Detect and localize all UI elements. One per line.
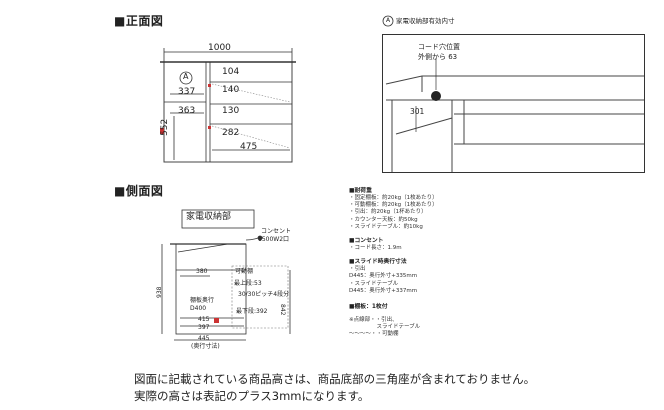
outlet-label-1: コンセント <box>261 228 292 235</box>
side-dim-397: 397 <box>198 324 210 331</box>
side-box-label: 家電収納部 <box>186 212 232 222</box>
front-height-label: 552 <box>160 118 170 136</box>
slide-title: ■スライド時奥行寸法 <box>349 259 407 266</box>
front-shelf-height-2: 140 <box>222 85 240 95</box>
movable-shelf-label: 可動棚 <box>235 268 254 275</box>
notes-panel: ■耐荷重 ・固定棚板：約20kg（1枚あたり） ・可動棚板：約20kg（1枚あた… <box>349 187 499 339</box>
load-item: ・スライドテーブル：約10kg <box>349 223 423 230</box>
load-item: ・固定棚板：約20kg（1枚あたり） <box>349 195 438 201</box>
front-shelf-height-4: 282 <box>222 128 240 138</box>
front-left-dim-1: 337 <box>178 87 196 97</box>
shelf-top-label: 最上段:53 <box>234 280 262 287</box>
slide-item: ・スライドテーブル <box>349 280 399 287</box>
load-item: ・引出：約20kg（1杯あたり） <box>349 209 427 216</box>
front-marker-label: A <box>183 72 189 81</box>
footer-note-line-2: 実際の高さは表記のプラス3mmになります。 <box>134 389 370 403</box>
detail-caption: 家電収納部有効内寸 <box>396 17 455 25</box>
load-item: ・カウンター天板：約50kg <box>349 216 418 223</box>
shelf-count-title: ■棚板：1枚付 <box>349 304 388 311</box>
legend-line: ※点線部・・引出、 <box>349 317 398 324</box>
slide-item: D445：奥行外寸+335mm <box>349 273 418 280</box>
legend-line: スライドテーブル <box>349 324 421 331</box>
side-view-drawing <box>161 209 291 341</box>
shelf-depth-label-2: D400 <box>190 305 207 312</box>
footer-note-line-1: 図面に記載されている商品高さは、商品底部の三角座が含まれておりません。 <box>134 372 536 386</box>
load-title: ■耐荷重 <box>349 188 372 194</box>
side-dim-415: 415 <box>198 316 210 323</box>
outlet-label-2: 1500W2口 <box>258 236 290 243</box>
shelf-pitch-label: 30/30ピッチ4段分 <box>238 291 290 298</box>
detail-dim-301: 301 <box>410 107 425 116</box>
legend-line: 〜〜〜〜・・可動棚 <box>349 331 399 338</box>
outlet-item: ・コード長さ：1.9m <box>349 245 402 252</box>
front-view-heading: ■正面図 <box>114 14 164 28</box>
side-depth-note: (奥行寸法) <box>191 343 220 350</box>
load-item: ・可動棚板：約20kg（1枚あたり） <box>349 202 438 209</box>
slide-item: D445：奥行外寸+337mm <box>349 287 418 294</box>
side-dim-445: 445 <box>198 335 210 342</box>
detail-view-frame <box>382 15 645 173</box>
hole-position-label: コード穴位置 <box>418 43 460 51</box>
side-height-left: 938 <box>156 286 163 298</box>
front-inner-width: 475 <box>240 142 258 152</box>
shelf-depth-label-1: 棚板奥行 <box>190 297 215 304</box>
front-left-dim-2: 363 <box>178 106 196 116</box>
front-shelf-height-1: 104 <box>222 67 240 77</box>
hole-offset-label: 外側から 63 <box>418 53 458 61</box>
front-shelf-height-3: 130 <box>222 106 240 116</box>
slide-item: ・引出 <box>349 266 366 273</box>
side-height-right: 842 <box>279 304 286 316</box>
outlet-title: ■コンセント <box>349 238 384 245</box>
shelf-bottom-label: 最下段:392 <box>236 308 268 315</box>
side-view-heading: ■側面図 <box>114 184 164 198</box>
front-view-drawing <box>160 48 296 163</box>
front-width-label: 1000 <box>208 43 231 53</box>
side-dim-380: 380 <box>196 268 208 275</box>
detail-marker: A <box>386 17 391 24</box>
